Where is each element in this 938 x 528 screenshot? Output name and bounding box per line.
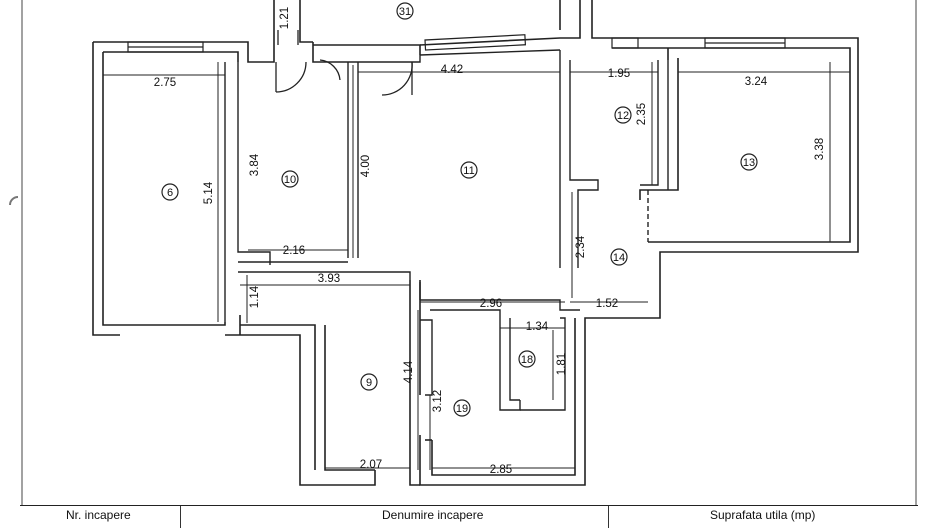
room-marker-13: 13 [740,153,758,171]
dim-2-85: 2.85 [490,464,512,476]
dim-1-81: 1.81 [556,353,568,375]
room-id-13: 13 [743,157,755,169]
dim-4-14: 4.14 [403,360,415,383]
doors [275,30,413,96]
dim-5-14: 5.14 [203,181,215,204]
dim-1-34: 1.34 [526,321,549,333]
dim-1-52: 1.52 [596,298,618,310]
room-marker-18: 18 [518,350,536,368]
exterior-walls [92,0,859,486]
dim-1-14: 1.14 [249,285,261,308]
col-header-room-number: Nr. incapere [66,508,131,522]
dim-3-93: 3.93 [318,273,340,285]
room-marker-31: 31 [396,2,414,20]
dim-3-38: 3.38 [814,138,826,160]
dim-2-07: 2.07 [360,459,382,471]
room-id-9: 9 [366,377,372,389]
room-id-31: 31 [399,6,411,18]
col-header-room-name: Denumire incapere [382,508,484,522]
dim-3-24: 3.24 [745,76,768,88]
interior-walls [224,49,669,411]
dim-3-84: 3.84 [249,153,261,176]
dim-2-75: 2.75 [154,77,176,89]
room-marker-10: 10 [281,170,299,188]
room-id-11: 11 [463,165,474,177]
room-marker-6: 6 [161,183,179,201]
dim-4-42: 4.42 [441,64,463,76]
room-id-14: 14 [613,252,625,264]
dim-2-34: 2.34 [575,235,587,258]
col-header-usable-area: Suprafata utila (mp) [710,508,816,522]
room-id-6: 6 [167,187,173,199]
dim-2-96: 2.96 [480,298,502,310]
windows [127,34,786,53]
room-id-12: 12 [617,110,629,122]
dimension-labels: 1.21 2.75 5.14 3.84 2.16 4.00 4.42 3.93 … [154,7,826,476]
dim-2-16: 2.16 [283,245,305,257]
dimension-lines [103,62,850,470]
room-marker-12: 12 [614,106,632,124]
dim-2-35: 2.35 [636,103,648,125]
room-marker-9: 9 [360,373,378,391]
dim-3-12: 3.12 [432,390,444,412]
room-marker-14: 14 [610,248,628,266]
dim-1-95: 1.95 [608,68,630,80]
room-marker-19: 19 [453,399,471,417]
room-id-19: 19 [456,403,468,415]
room-marker-11: 11 [460,161,478,179]
column-divider [180,506,181,528]
room-id-10: 10 [284,174,296,186]
binding-hole [9,196,19,206]
dim-4-00: 4.00 [360,155,372,177]
room-table-header: Nr. incapere Denumire incapere Suprafata… [20,505,918,528]
room-markers: 31 6 10 11 12 13 14 9 [161,2,758,417]
room-id-18: 18 [521,354,533,366]
column-divider [608,506,609,528]
dim-1-21: 1.21 [279,7,291,29]
